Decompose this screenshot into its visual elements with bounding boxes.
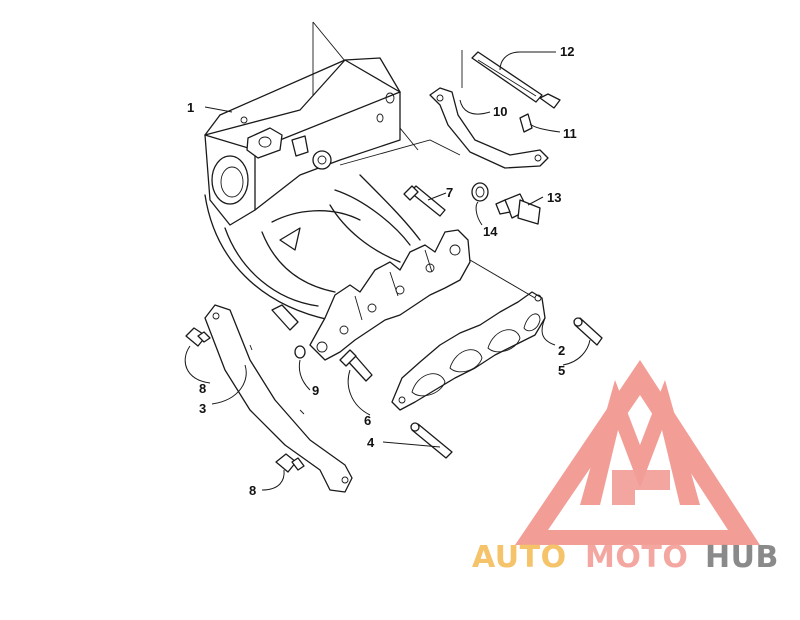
part-11-bolts (519, 93, 561, 133)
callout-6: 6 (364, 413, 371, 428)
part-13-sensor (495, 193, 541, 225)
callout-8-upper: 8 (199, 381, 206, 396)
part-8-bolt-upper (185, 327, 211, 347)
part-14-washer (471, 182, 489, 202)
callout-labels: 1 2 3 4 5 6 7 8 8 9 10 11 12 13 14 (187, 44, 577, 498)
callout-7: 7 (446, 185, 453, 200)
automotohub-wordmark: AUTO MOTO HUB (472, 540, 779, 575)
callout-1: 1 (187, 100, 194, 115)
watermark-moto: MOTO (585, 540, 688, 575)
part-8-bolt-lower (275, 453, 305, 473)
callout-2: 2 (558, 343, 565, 358)
part-1-intake-manifold (204, 21, 461, 321)
callout-11: 11 (563, 126, 577, 141)
part-4-stud (410, 422, 453, 459)
part-2-gasket (391, 259, 546, 411)
callout-12: 12 (560, 44, 574, 59)
part-3-support-bracket (204, 304, 353, 493)
part-10-bracket (429, 87, 549, 169)
callout-3: 3 (199, 401, 206, 416)
automotohub-logo-mark (515, 360, 760, 545)
part-6-bolt (339, 349, 373, 382)
callout-8-lower: 8 (249, 483, 256, 498)
watermark-auto: AUTO (472, 540, 567, 575)
callout-4: 4 (367, 435, 375, 450)
part-9-plug (271, 304, 306, 359)
callout-13: 13 (547, 190, 561, 205)
callout-10: 10 (493, 104, 507, 119)
callout-5: 5 (558, 363, 565, 378)
part-12-strap (461, 50, 543, 103)
watermark-hub: HUB (705, 540, 779, 575)
part-5-stud (573, 317, 603, 346)
callout-9: 9 (312, 383, 319, 398)
callout-14: 14 (483, 224, 498, 239)
leader-lines (184, 51, 591, 491)
part-7-bolt (403, 185, 446, 217)
manifold-flange (309, 229, 471, 361)
